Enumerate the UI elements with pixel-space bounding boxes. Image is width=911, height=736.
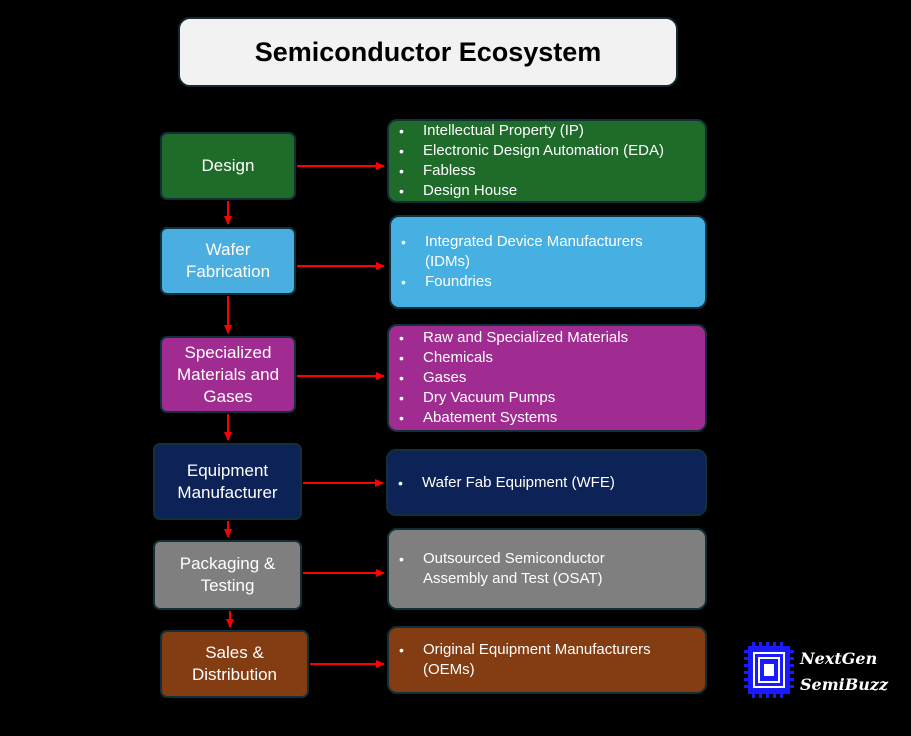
detail-item: Chemicals — [389, 348, 705, 368]
stage-packaging-testing-label: Packaging & Testing — [179, 554, 276, 595]
detail-item: Abatement Systems — [389, 408, 705, 428]
detail-item: Fabless — [389, 161, 705, 181]
diagram-title: Semiconductor Ecosystem — [178, 17, 678, 87]
detail-specialized-materials: Raw and Specialized Materials Chemicals … — [387, 324, 707, 432]
nextgen-semibuzz-logo: NextGen SemiBuzz — [742, 640, 888, 702]
detail-item: Gases — [389, 368, 705, 388]
stage-equipment-manufacturer-label: Equipment Manufacturer — [177, 460, 278, 502]
detail-sales-distribution: Original Equipment Manufacturers (OEMs) — [387, 626, 707, 694]
stage-wafer-fabrication: Wafer Fabrication — [160, 227, 296, 295]
stage-design-label: Design — [201, 156, 255, 175]
detail-item: Intellectual Property (IP) — [389, 121, 705, 141]
detail-packaging-testing: Outsourced Semiconductor Assembly and Te… — [387, 528, 707, 610]
chip-icon — [744, 642, 794, 698]
detail-item: Design House — [389, 181, 705, 201]
stage-equipment-manufacturer: Equipment Manufacturer — [153, 443, 302, 520]
detail-item: Wafer Fab Equipment (WFE) — [388, 473, 705, 493]
detail-equipment-manufacturer: Wafer Fab Equipment (WFE) — [386, 449, 707, 516]
logo-line1: NextGen — [800, 649, 878, 668]
stage-wafer-fabrication-label: Wafer Fabrication — [185, 240, 271, 281]
stage-packaging-testing: Packaging & Testing — [153, 540, 302, 610]
stage-sales-distribution-label: Sales & Distribution — [191, 643, 278, 684]
stage-specialized-materials: Specialized Materials and Gases — [160, 336, 296, 413]
stage-design: Design — [160, 132, 296, 200]
detail-item: Dry Vacuum Pumps — [389, 388, 705, 408]
detail-wafer-fabrication: Integrated Device Manufacturers (IDMs) F… — [389, 215, 707, 309]
detail-item: Raw and Specialized Materials — [389, 328, 705, 348]
detail-item: Outsourced Semiconductor Assembly and Te… — [389, 549, 645, 589]
detail-item: Electronic Design Automation (EDA) — [389, 141, 705, 161]
detail-design: Intellectual Property (IP) Electronic De… — [387, 119, 707, 203]
logo-line2: SemiBuzz — [800, 675, 889, 694]
stage-specialized-materials-label: Specialized Materials and Gases — [176, 342, 280, 406]
detail-item: Foundries — [391, 272, 675, 292]
detail-item: Integrated Device Manufacturers (IDMs) — [391, 232, 675, 272]
detail-item: Original Equipment Manufacturers (OEMs) — [389, 640, 685, 680]
stage-sales-distribution: Sales & Distribution — [160, 630, 309, 698]
